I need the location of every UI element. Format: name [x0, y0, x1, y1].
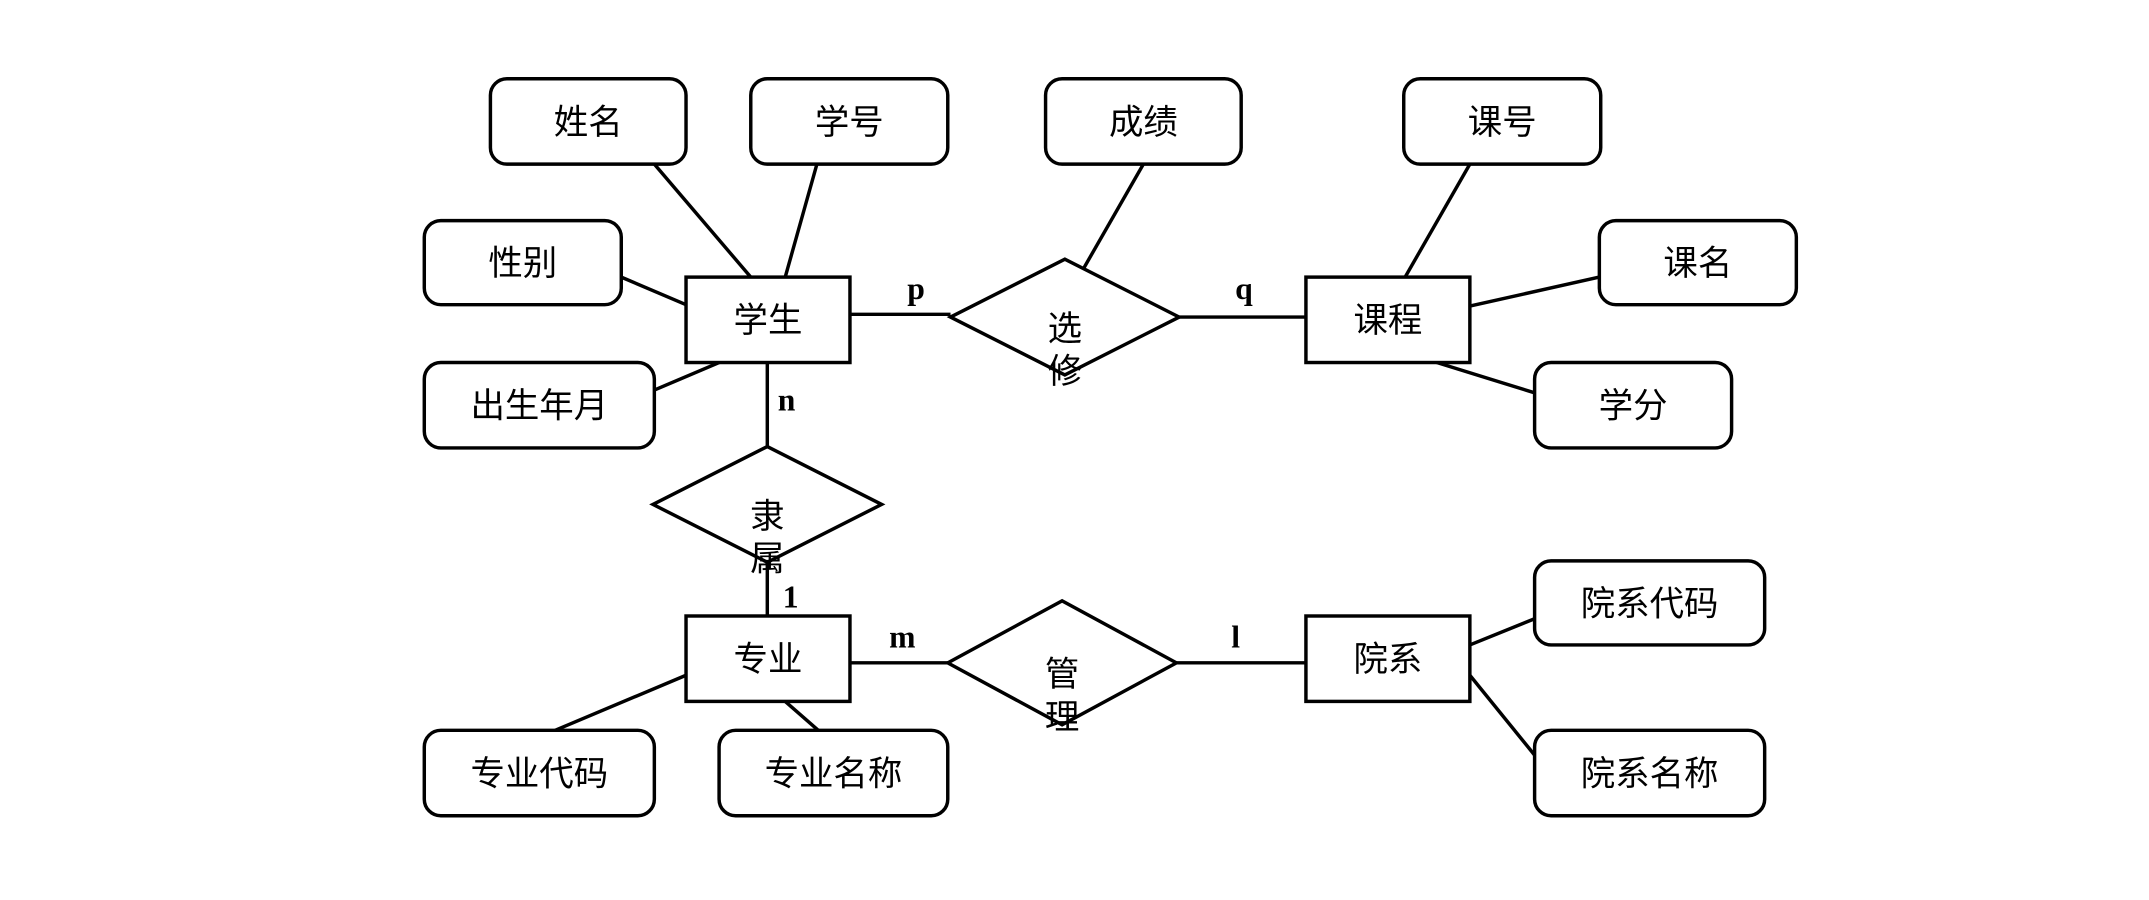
connector-line — [1077, 163, 1145, 278]
cardinality-one1: 1 — [783, 580, 799, 615]
connector-line — [1469, 275, 1600, 308]
connector-line — [1468, 674, 1536, 757]
cardinality-n: n — [778, 383, 796, 418]
connector-line — [653, 360, 720, 392]
attribute-name: 姓名 — [488, 77, 688, 166]
relationship-label-char: 隶 — [750, 497, 784, 537]
relationship-select: 选修 — [946, 257, 1184, 392]
relationship-label-char: 修 — [1048, 352, 1082, 392]
attribute-label: 院系代码 — [1581, 584, 1719, 624]
cardinality-l: l — [1231, 620, 1240, 655]
attribute-label: 性别 — [488, 244, 557, 284]
attribute-mcode: 专业代码 — [422, 728, 657, 818]
attribute-label: 专业名称 — [765, 754, 903, 794]
relationship-label-char: 管 — [1045, 655, 1079, 695]
entity-label: 院系 — [1353, 640, 1422, 680]
connector-line — [784, 700, 820, 732]
entity-dept: 院系 — [1304, 614, 1472, 704]
connector-line — [554, 673, 687, 732]
attribute-label: 学分 — [1599, 387, 1668, 427]
entity-label: 专业 — [734, 640, 803, 680]
attribute-label: 姓名 — [554, 103, 623, 143]
cardinality-p: p — [907, 271, 925, 306]
relationship-belong: 隶属 — [649, 444, 886, 580]
attribute-cname: 课名 — [1597, 218, 1799, 307]
attribute-label: 成绩 — [1109, 103, 1178, 143]
attribute-cid: 课号 — [1402, 77, 1603, 166]
attribute-label: 专业代码 — [470, 754, 608, 794]
attribute-birth: 出生年月 — [422, 360, 657, 450]
attribute-label: 出生年月 — [470, 387, 608, 427]
relationship-label-char: 理 — [1045, 698, 1079, 738]
entity-label: 课程 — [1353, 301, 1422, 341]
relationship-manage: 管理 — [944, 598, 1181, 738]
connector-line — [1436, 360, 1536, 395]
attribute-label: 课名 — [1663, 244, 1732, 284]
attribute-mname: 专业名称 — [717, 728, 950, 818]
relationship-label-char: 属 — [750, 540, 784, 580]
attribute-label: 院系名称 — [1581, 754, 1719, 794]
connector-line — [783, 163, 819, 278]
entity-student: 学生 — [684, 275, 852, 365]
attribute-label: 课号 — [1468, 103, 1537, 143]
attribute-grade: 成绩 — [1043, 77, 1243, 166]
entity-course: 课程 — [1304, 275, 1472, 365]
attribute-dname: 院系名称 — [1532, 728, 1767, 818]
connector-line — [1403, 163, 1472, 278]
entity-label: 学生 — [734, 301, 803, 341]
attribute-sid: 学号 — [749, 77, 950, 166]
cardinality-q: q — [1235, 271, 1253, 306]
connector-line — [620, 275, 687, 307]
cardinality-m: m — [889, 620, 915, 655]
connector-line — [1469, 617, 1536, 647]
attribute-credit: 学分 — [1532, 360, 1734, 450]
connector-line — [653, 163, 753, 279]
relationship-label-char: 选 — [1048, 309, 1082, 349]
entity-major: 专业 — [684, 614, 852, 704]
attribute-label: 学号 — [815, 103, 884, 143]
attribute-dcode: 院系代码 — [1532, 559, 1767, 647]
attribute-gender: 性别 — [422, 218, 624, 307]
